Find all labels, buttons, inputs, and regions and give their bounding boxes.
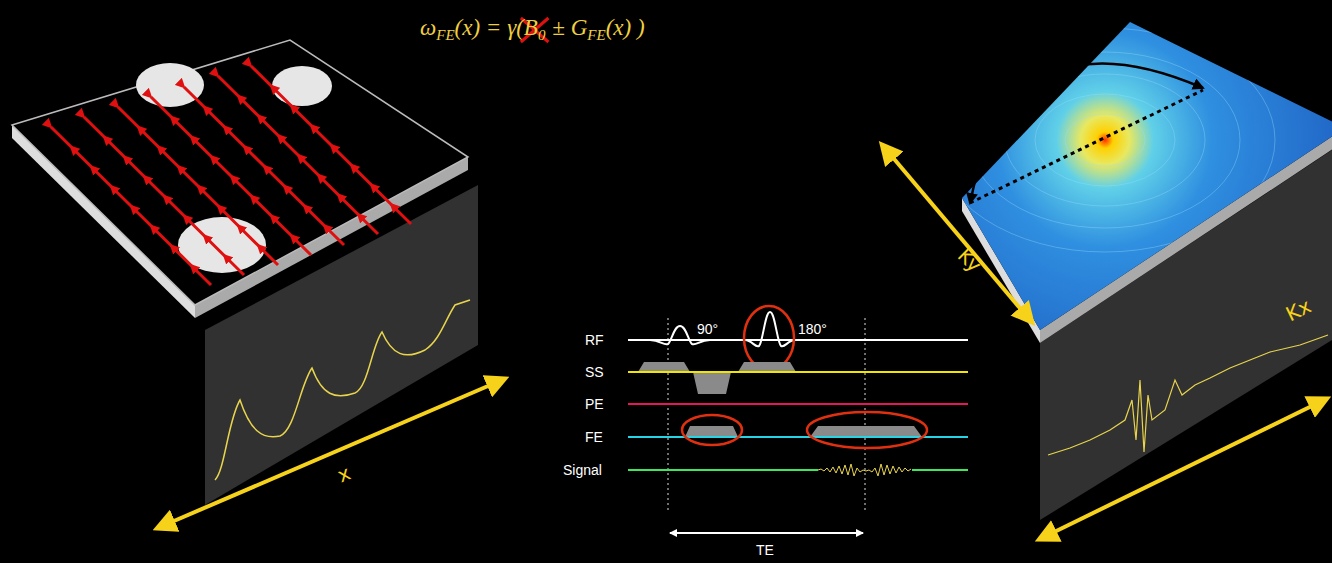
- spin-row: [51, 127, 211, 285]
- axis-arrow: [884, 147, 1030, 320]
- channel-label: SS: [585, 365, 604, 379]
- channel-label: PE: [585, 397, 604, 411]
- highlight-ring: [682, 415, 742, 445]
- equation-part: (x) ): [606, 15, 645, 40]
- channel-label: FE: [585, 430, 603, 444]
- equation-symbol: B: [524, 15, 538, 40]
- kspace-ring: [1065, 114, 1145, 166]
- diameter-line: [970, 90, 1203, 203]
- kspace-ring: [1035, 94, 1175, 186]
- timing-line: [668, 318, 669, 510]
- object-blob: [272, 66, 332, 106]
- channel-label: RF: [585, 333, 604, 347]
- rotation-arc: [970, 63, 1203, 203]
- axis-arrow: [1042, 400, 1324, 538]
- rf-line: [628, 339, 968, 341]
- axis-label: Ky: [954, 245, 985, 276]
- equation-subscript: FE: [436, 27, 454, 43]
- profile-curve: [215, 300, 470, 480]
- equation-subscript: 0: [538, 27, 546, 43]
- spin-row: [218, 76, 378, 234]
- equation-part: (x) = γ(: [455, 15, 524, 40]
- signal-line: [912, 469, 968, 471]
- spin-row: [151, 97, 311, 255]
- gradient-lobe: [638, 362, 796, 394]
- signal-line: [628, 469, 818, 471]
- kspace-ring: [935, 28, 1275, 252]
- kspace-ring: [970, 52, 1240, 228]
- kspace-surface: [962, 22, 1332, 330]
- kspace-ring: [1005, 74, 1205, 206]
- equation-part: ± G: [552, 15, 587, 40]
- channel-label: Signal: [563, 463, 602, 477]
- spin-row: [84, 117, 244, 275]
- axis-arrow: [160, 380, 502, 527]
- timing-line: [865, 318, 866, 510]
- highlight-ring: [744, 306, 794, 370]
- spin-row: [184, 87, 344, 245]
- spin-row: [251, 66, 411, 224]
- object-blob: [136, 63, 204, 107]
- timing-label: TE: [756, 543, 774, 557]
- te-arrow: [670, 532, 863, 534]
- fe-line: [628, 436, 968, 438]
- ss-line: [628, 371, 968, 373]
- kspace-signal: [1048, 335, 1328, 455]
- equation-symbol: ω: [420, 15, 436, 40]
- echo-signal: [818, 464, 911, 476]
- highlight-ring: [807, 412, 927, 448]
- spin-row: [118, 107, 278, 265]
- gradient-lobe: [685, 426, 922, 437]
- equation: ωFE(x) = γ(B0± GFE(x) ): [420, 14, 645, 44]
- spin-arrows: [51, 66, 411, 285]
- flip-angle: 180°: [798, 322, 827, 336]
- pe-line: [628, 403, 968, 405]
- flip-angle: 90°: [697, 322, 718, 336]
- kspace-rings: [935, 28, 1275, 252]
- axis-label: x: [335, 463, 353, 486]
- equation-subscript: FE: [587, 27, 605, 43]
- slab-top: [12, 40, 468, 305]
